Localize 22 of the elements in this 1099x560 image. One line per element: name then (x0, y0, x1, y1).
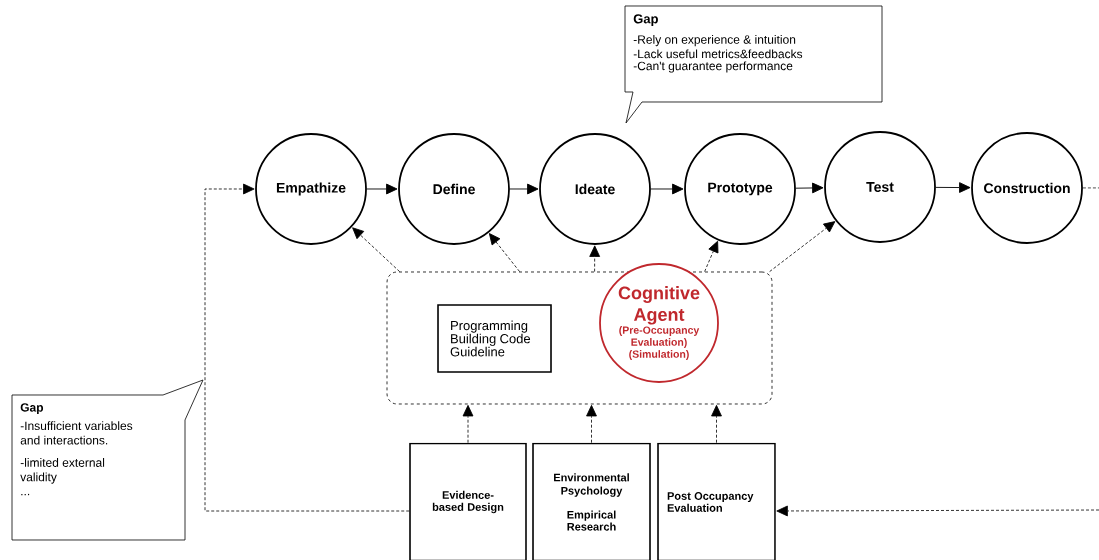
dashed-container (386, 271, 773, 405)
arrow (352, 227, 400, 272)
arrow (795, 182, 824, 194)
arrow (704, 240, 719, 272)
arrow (935, 182, 971, 193)
arrow (769, 221, 836, 272)
speech-bubble: Gap -Insufficient variables and interactions. -limited external validity ... (11, 379, 204, 541)
arrow (776, 505, 1099, 517)
arrow (589, 245, 601, 272)
process-box: Programming Building Code Guideline (437, 304, 552, 373)
speech-bubble: Gap -Rely on experience & intuition -Lack useful metrics&feedbacks -Can't guarantee performance (624, 5, 883, 124)
arrow (586, 404, 597, 444)
source-box: Environmental Psychology Empirical Research (532, 442, 651, 560)
arrow (462, 404, 474, 444)
arrow (650, 183, 684, 195)
arrow (366, 183, 398, 195)
source-box: Evidence-based Design (409, 442, 527, 560)
source-box: Post Occupancy Evaluation (657, 442, 776, 560)
arrow (488, 233, 520, 272)
arrow (711, 404, 722, 444)
arrow (204, 183, 410, 512)
arrow (509, 183, 539, 195)
